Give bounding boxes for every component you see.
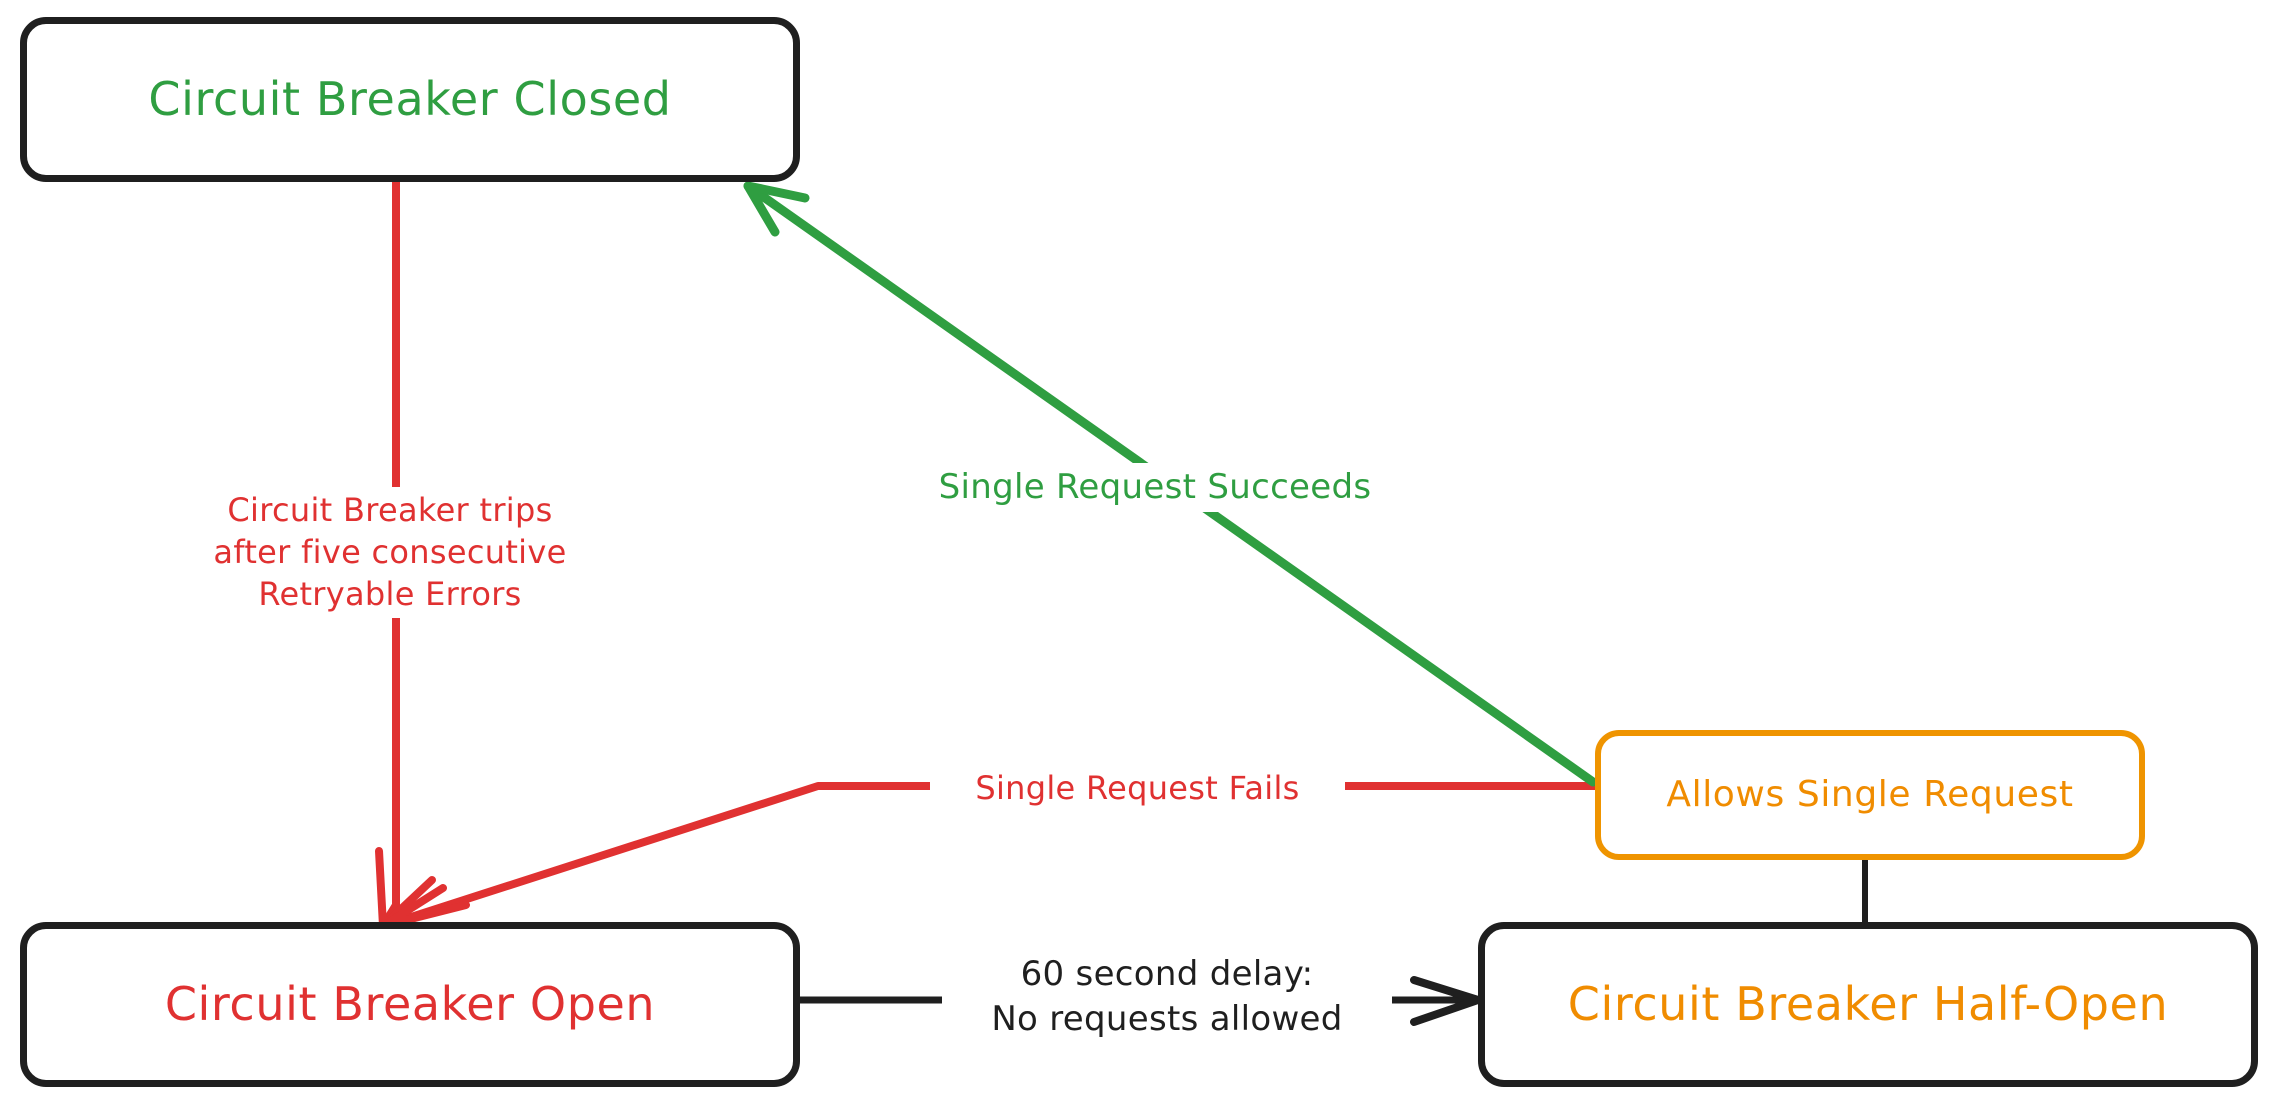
edge-label-allows-to-closed: Single Request Succeeds [905, 463, 1405, 512]
edge-label-allows-to-open: Single Request Fails [930, 765, 1345, 812]
node-label-allows-single-request: Allows Single Request [1666, 773, 2074, 815]
node-allows-single-request[interactable]: Allows Single Request [1595, 730, 2145, 860]
edge-label-closed-to-open: Circuit Breaker trips after five consecu… [175, 487, 605, 618]
node-label-closed: Circuit Breaker Closed [148, 72, 672, 127]
edge-label-open-to-half-open: 60 second delay: No requests allowed [942, 950, 1392, 1044]
node-circuit-breaker-open[interactable]: Circuit Breaker Open [20, 922, 800, 1087]
node-label-open: Circuit Breaker Open [164, 977, 656, 1032]
node-circuit-breaker-half-open[interactable]: Circuit Breaker Half-Open [1478, 922, 2258, 1087]
arrowhead-open [379, 884, 470, 930]
node-label-half-open: Circuit Breaker Half-Open [1567, 977, 2169, 1032]
node-circuit-breaker-closed[interactable]: Circuit Breaker Closed [20, 17, 800, 182]
